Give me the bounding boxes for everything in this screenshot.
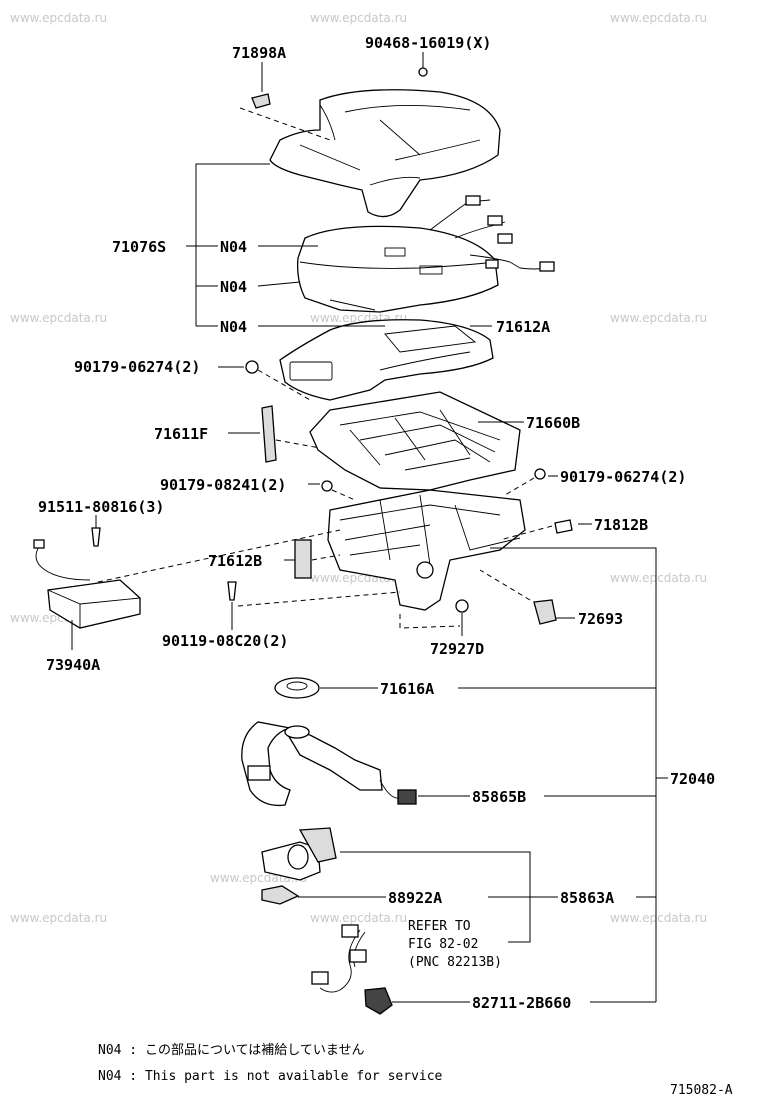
watermark: www.epcdata.ru	[610, 11, 707, 25]
label-71612A: 71612A	[496, 318, 550, 336]
label-73940A: 73940A	[46, 656, 100, 674]
label-90179-08241: 90179-08241(2)	[160, 476, 286, 494]
clip-90179-06274-left	[245, 360, 259, 374]
label-71812B: 71812B	[594, 516, 648, 534]
watermark: www.epcdata.ru	[10, 911, 107, 925]
small-parts	[33, 67, 573, 699]
label-90179-06274-left: 90179-06274(2)	[74, 358, 200, 376]
grommet-71616A	[274, 677, 320, 699]
note-japanese: N04 : この部品については補給していません	[98, 1043, 365, 1058]
seat-frame-drawing	[309, 391, 521, 491]
harness-85865B-drawing	[241, 721, 417, 807]
watermark: www.epcdata.ru	[610, 571, 707, 585]
label-71612B: 71612B	[208, 552, 262, 570]
label-refer-fig: FIG 82-02	[408, 937, 478, 952]
label-n04-a: N04	[220, 238, 247, 256]
label-71076S: 71076S	[112, 238, 166, 256]
clip-71898A	[251, 93, 271, 109]
clip-90179-06274-right	[534, 468, 546, 480]
label-71611F: 71611F	[154, 425, 208, 443]
label-85863A: 85863A	[560, 889, 614, 907]
label-88922A: 88922A	[388, 889, 442, 907]
label-72927D: 72927D	[430, 640, 484, 658]
clip-90468	[418, 67, 428, 77]
note-english: N04 : This part is not available for ser…	[98, 1069, 443, 1084]
watermark: www.epcdata.ru	[610, 311, 707, 325]
part-72693	[533, 599, 557, 625]
label-n04-b: N04	[220, 278, 247, 296]
label-90179-06274-right: 90179-06274(2)	[560, 468, 686, 486]
label-refer-to: REFER TO	[408, 919, 471, 934]
clip-88922A	[261, 885, 300, 905]
label-91511-80816: 91511-80816(3)	[38, 498, 164, 516]
leader-lines	[71, 52, 668, 1003]
label-72040: 72040	[670, 770, 715, 788]
label-85865B: 85865B	[472, 788, 526, 806]
watermark: www.epcdata.ru	[610, 911, 707, 925]
sub-harness-drawing	[311, 924, 393, 1015]
seat-cushion-drawing	[279, 319, 494, 401]
bolt-91511	[91, 527, 101, 547]
watermark: www.epcdata.ru	[310, 11, 407, 25]
nut-90179-08241	[321, 480, 333, 492]
label-90468-16019: 90468-16019(X)	[365, 34, 491, 52]
seat-track-drawing	[327, 489, 526, 611]
label-82711-2B660: 82711-2B660	[472, 994, 571, 1012]
label-71616A: 71616A	[380, 680, 434, 698]
bolt-90119	[227, 581, 237, 601]
clip-71812B	[554, 519, 573, 534]
label-n04-c: N04	[220, 318, 247, 336]
diagram-id: 715082-A	[670, 1083, 733, 1098]
ecu-73940A	[47, 579, 141, 629]
part-labels: 71898A 90468-16019(X) 71076S N04 N04 N04…	[38, 34, 715, 1012]
bracket-71611F	[261, 405, 277, 463]
label-71898A: 71898A	[232, 44, 286, 62]
watermark: www.epcdata.ru	[10, 11, 107, 25]
label-72693: 72693	[578, 610, 623, 628]
watermark: www.epcdata.ru	[10, 311, 107, 325]
watermark: www.epcdata.ru	[310, 911, 407, 925]
label-71660B: 71660B	[526, 414, 580, 432]
harness-85863A-drawing	[261, 827, 337, 905]
pad-71612B	[294, 539, 312, 579]
label-90119-08C20: 90119-08C20(2)	[162, 632, 288, 650]
footnotes: N04 : この部品については補給していません N04 : This part …	[98, 1043, 733, 1098]
label-refer-pnc: (PNC 82213B)	[408, 955, 502, 970]
clip-72927D	[455, 599, 469, 613]
seat-cushion-pad-drawing	[297, 195, 555, 313]
seat-cover-drawing	[269, 89, 501, 218]
